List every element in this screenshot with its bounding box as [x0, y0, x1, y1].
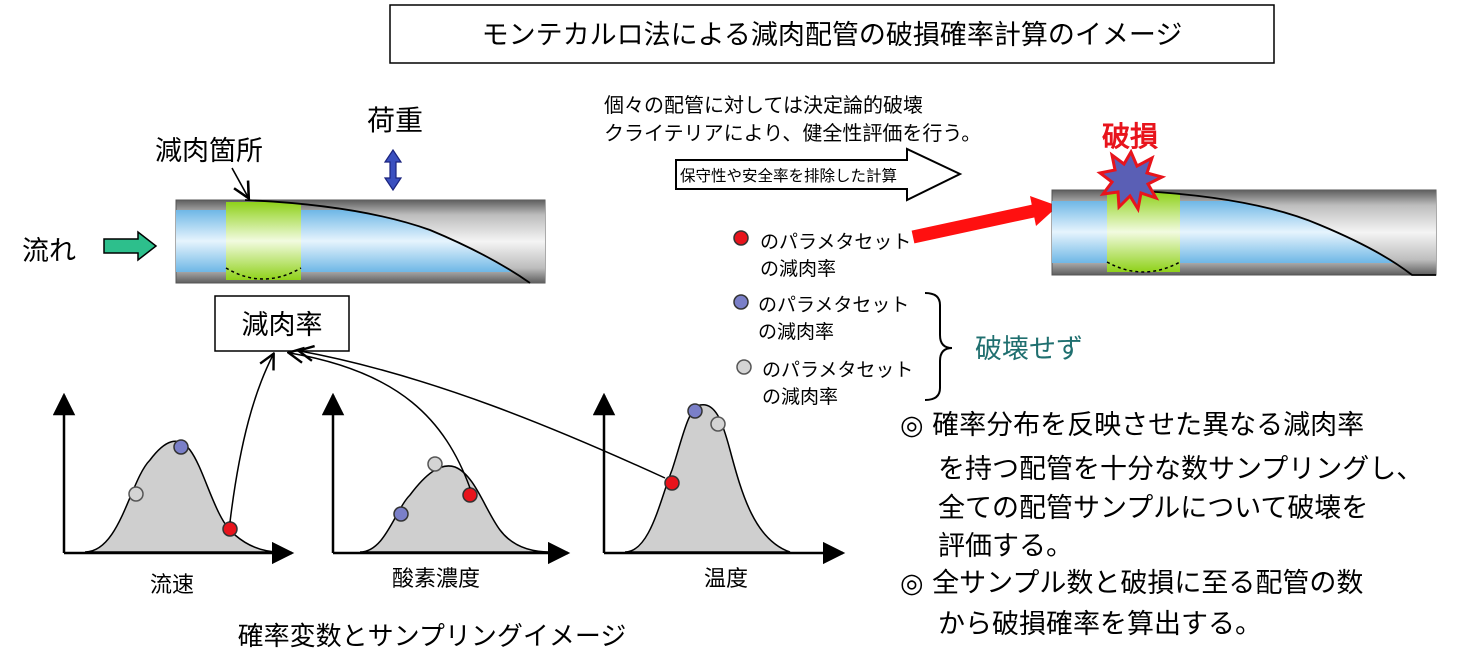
load-arrow [383, 148, 403, 192]
sampling-caption: 確率変数とサンプリングイメージ [238, 622, 627, 652]
no-failure-bracket [924, 292, 953, 401]
title-box [389, 4, 1275, 64]
sample-red-point [462, 487, 478, 503]
sampling-arrows [229, 351, 666, 523]
sample-red-point [222, 521, 238, 537]
gray-sample-marker [736, 359, 752, 375]
note1-line-2: を持つ配管を十分な数サンプリングし、 [938, 454, 1423, 485]
thinning-zone [226, 202, 301, 280]
note1-line-4: 評価する。 [938, 531, 1073, 562]
flow-arrow [103, 230, 158, 262]
sample-red-point [664, 475, 680, 491]
note1-line-3: 全ての配管サンプルについて破壊を [938, 493, 1368, 524]
sample-blue-point [173, 439, 189, 455]
param-red-line-2: の減肉率 [760, 258, 836, 280]
distribution-temperature [592, 392, 846, 565]
load-label: 荷重 [367, 104, 423, 137]
right-pipe [1051, 189, 1437, 276]
sample-blue-point [687, 403, 703, 419]
thinning-pointer [231, 167, 248, 197]
calc-arrow [675, 147, 963, 202]
no-failure-label: 破壊せず [975, 334, 1083, 365]
sample-blue-point [393, 506, 409, 522]
sample-gray-point [427, 456, 443, 472]
criteria-line-2: クライテリアにより、健全性評価を行う。 [604, 121, 981, 145]
failure-arrow [911, 196, 1058, 244]
damage-burst-icon [1096, 148, 1167, 214]
thinning-rate-label: 減肉率 [242, 310, 323, 341]
param-blue-line-2: の減肉率 [758, 321, 834, 343]
diagram-title: モンテカルロ法による減肉配管の破損確率計算のイメージ [482, 20, 1183, 51]
param-blue-line-1: のパラメタセット [758, 294, 909, 316]
distribution-oxygen [321, 392, 571, 565]
var-flow-speed-label: 流速 [150, 573, 194, 598]
distribution-flow-speed [52, 392, 295, 565]
param-red-line-1: のパラメタセット [760, 231, 911, 253]
calc-arrow-label: 保守性や安全率を排除した計算 [680, 166, 897, 185]
note2-line-1: ◎ 全サンプル数と破損に至る配管の数 [900, 568, 1363, 599]
sample-gray-point [710, 416, 726, 432]
var-oxygen-label: 酸素濃度 [392, 567, 480, 592]
criteria-line-1: 個々の配管に対しては決定論的破壊 [604, 93, 923, 117]
damage-label: 破損 [1102, 120, 1158, 153]
blue-sample-marker [733, 294, 749, 310]
var-temperature-label: 温度 [704, 567, 748, 592]
param-gray-line-1: のパラメタセット [762, 359, 913, 381]
note2-line-2: から破損確率を算出する。 [938, 609, 1262, 640]
sample-gray-point [128, 486, 144, 502]
param-gray-line-2: の減肉率 [762, 386, 838, 408]
flow-label: 流れ [22, 236, 76, 267]
thinning-rate-box [214, 295, 350, 352]
left-pipe [175, 199, 546, 284]
note1-line-1: ◎ 確率分布を反映させた異なる減肉率 [900, 410, 1364, 441]
red-sample-marker [733, 230, 749, 246]
thinning-location-label: 減肉箇所 [155, 136, 263, 167]
